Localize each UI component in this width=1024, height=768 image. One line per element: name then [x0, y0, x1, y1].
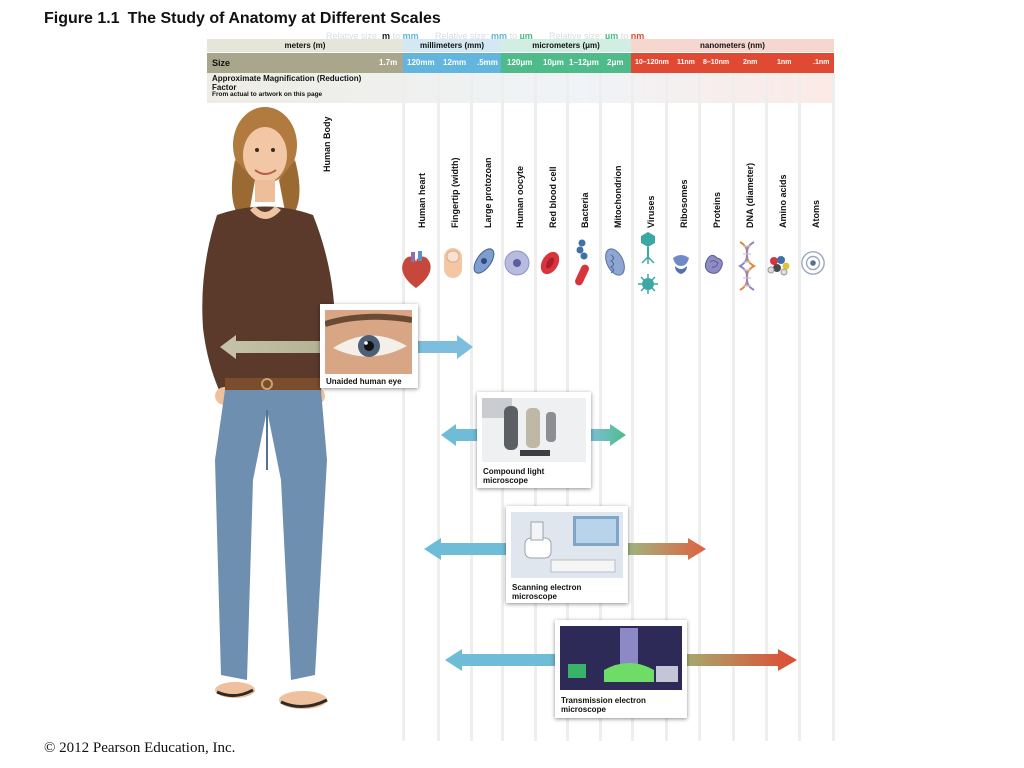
size-value: 1nm	[777, 59, 792, 66]
scale-line	[665, 73, 668, 741]
heart-icon	[398, 250, 434, 290]
caption-scanning-electron-microscope: Scanning electron microscope	[512, 583, 582, 601]
size-value: 1–12μm	[569, 58, 599, 67]
scale-line	[599, 73, 602, 741]
figure-title-text: The Study of Anatomy at Different Scales	[127, 10, 441, 27]
size-value: 11nm	[677, 59, 695, 66]
protein-icon	[701, 250, 727, 276]
amino-acid-icon	[766, 252, 792, 278]
virus-icon	[635, 230, 661, 296]
size-band-nanometers: 10–120nm 11nm 8–10nm 2nm 1nm .1nm	[631, 53, 834, 73]
scale-line	[832, 73, 835, 741]
atom-icon	[800, 250, 826, 276]
scale-line	[732, 73, 735, 741]
scale-line	[470, 73, 473, 741]
size-value: 1.7m	[379, 58, 398, 67]
scale-line	[437, 73, 440, 741]
eye-right-arrow	[418, 335, 473, 359]
sem-photo	[511, 512, 623, 578]
unit-header-micrometers: micrometers (μm)	[501, 39, 631, 52]
size-value: 2nm	[743, 59, 758, 66]
relative-size-mm-um: Relative size: mm to µm	[435, 31, 533, 41]
protozoan-icon	[471, 248, 497, 274]
caption-compound-light-microscope: Compound light microscope	[483, 467, 545, 485]
size-value: 2μm	[607, 58, 624, 67]
scale-line	[698, 73, 701, 741]
light-microscope-left-arrow	[441, 424, 477, 446]
size-band-millimeters: 120mm 12mm .5mm	[403, 53, 501, 73]
size-band-micrometers: 120μm 10μm 1–12μm 2μm	[501, 53, 631, 73]
light-microscope-right-arrow	[591, 424, 626, 446]
size-band-meters: Size 1.7m	[207, 53, 403, 73]
tem-left-arrow	[445, 649, 555, 671]
size-label: Size	[212, 58, 231, 68]
size-value: .5mm	[477, 58, 498, 67]
sem-left-arrow	[424, 538, 506, 560]
sem-right-arrow	[628, 538, 706, 560]
figure-number: Figure 1.1	[44, 10, 120, 27]
card-compound-light-microscope: Compound light microscope	[477, 392, 591, 488]
relative-size-m-mm: Relative size: m to mm	[326, 31, 419, 41]
size-value: .1nm	[813, 59, 830, 66]
figure-title: Figure 1.1 The Study of Anatomy at Differ…	[44, 10, 441, 28]
red-blood-cell-icon	[537, 250, 563, 276]
eye-photo	[325, 310, 412, 374]
caption-unaided-eye: Unaided human eye	[326, 377, 402, 386]
magnification-band	[207, 73, 834, 103]
scale-line	[798, 73, 801, 741]
magnification-label: Approximate Magnification (Reduction) Fa…	[212, 74, 362, 92]
mitochondrion-icon	[602, 246, 628, 278]
card-scanning-electron-microscope: Scanning electron microscope	[506, 506, 628, 603]
bacteria-icon	[569, 238, 595, 288]
size-value: 10–120nm	[635, 59, 669, 66]
magnification-sublabel: From actual to artwork on this page	[212, 91, 323, 98]
unit-header-nanometers: nanometers (nm)	[631, 39, 834, 52]
size-value: 12mm	[443, 58, 467, 67]
unit-header-meters: meters (m)	[207, 39, 403, 52]
light-microscope-photo	[482, 398, 586, 462]
scale-line	[765, 73, 768, 741]
dna-icon	[734, 240, 760, 292]
scale-line	[402, 73, 405, 741]
card-transmission-electron-microscope: Transmission electron microscope	[555, 620, 687, 718]
size-value: 120mm	[407, 58, 435, 67]
tem-photo	[560, 626, 682, 690]
size-value: 120μm	[507, 58, 533, 67]
fingertip-icon	[440, 244, 466, 280]
tem-right-arrow	[687, 649, 797, 671]
size-value: 10μm	[543, 58, 564, 67]
relative-size-um-nm: Relative size: µm to nm	[549, 31, 645, 41]
size-value: 8–10nm	[703, 59, 730, 66]
card-unaided-eye: Unaided human eye	[320, 304, 418, 388]
ribosome-icon	[668, 250, 694, 276]
human-body-illustration	[202, 107, 335, 709]
copyright-notice: © 2012 Pearson Education, Inc.	[44, 740, 236, 756]
unit-header-millimeters: millimeters (mm)	[403, 39, 501, 52]
eye-left-arrow	[220, 335, 321, 359]
scale-line	[631, 73, 634, 741]
caption-transmission-electron-microscope: Transmission electron microscope	[561, 696, 646, 714]
oocyte-icon	[504, 250, 530, 276]
